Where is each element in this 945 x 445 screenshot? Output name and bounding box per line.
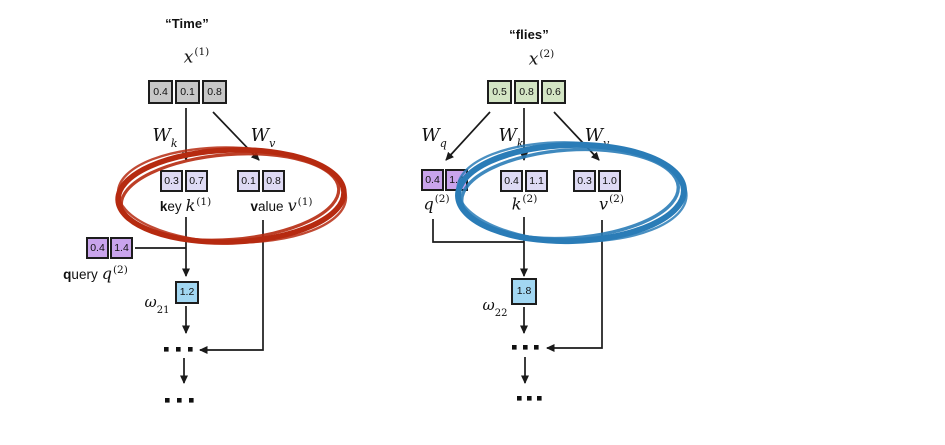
token-label-flies: “flies” bbox=[509, 27, 549, 42]
wk2-label: Wk bbox=[498, 125, 524, 151]
query2-box-1: 1.4 bbox=[110, 237, 133, 259]
ellipsis-dots-right-2 bbox=[517, 396, 542, 401]
x1-box-1: 0.1 bbox=[175, 80, 200, 104]
v2-box-1: 1.0 bbox=[598, 170, 621, 192]
x2-box-0: 0.5 bbox=[487, 80, 512, 104]
arrow-value1-to-sum bbox=[199, 220, 264, 354]
ellipsis-dots-right-1 bbox=[512, 345, 539, 350]
omega22-box: 1.8 bbox=[511, 278, 537, 305]
x2-label: x(2) bbox=[528, 48, 555, 70]
omega21-box: 1.2 bbox=[175, 281, 199, 304]
value1-box-0: 0.1 bbox=[237, 170, 260, 192]
k2-label: k(2) bbox=[511, 193, 538, 214]
v2-label: v(2) bbox=[599, 193, 624, 214]
token-label-time: “Time” bbox=[165, 16, 209, 31]
omega22-label: ω22 bbox=[482, 296, 508, 320]
key1-box-1: 0.7 bbox=[185, 170, 208, 192]
ellipsis-dots-left-2 bbox=[165, 398, 194, 403]
q2-box-1: 1.4 bbox=[445, 169, 468, 191]
key1-box-0: 0.3 bbox=[160, 170, 183, 192]
arrow-value2-to-sum bbox=[546, 220, 603, 352]
x1-box-2: 0.8 bbox=[202, 80, 227, 104]
v2-box-0: 0.3 bbox=[573, 170, 596, 192]
k2-box-0: 0.4 bbox=[500, 170, 523, 192]
x1-box-0: 0.4 bbox=[148, 80, 173, 104]
x2-box-2: 0.6 bbox=[541, 80, 566, 104]
wq2-label: Wq bbox=[421, 125, 447, 151]
wv2-label: Wv bbox=[584, 125, 610, 151]
wk1-label: Wk bbox=[152, 125, 178, 151]
omega21-label: ω21 bbox=[144, 293, 170, 317]
q2-box-0: 0.4 bbox=[421, 169, 444, 191]
arrow-x2-to-query bbox=[445, 111, 491, 161]
wv1-label: Wv bbox=[250, 125, 276, 151]
x2-box-1: 0.8 bbox=[514, 80, 539, 104]
ellipsis-dots-left-1 bbox=[164, 347, 193, 352]
q2-label: q(2) bbox=[423, 193, 450, 214]
query2-box-0: 0.4 bbox=[86, 237, 109, 259]
line-q2-elbow bbox=[432, 219, 524, 243]
value1-box-1: 0.8 bbox=[262, 170, 285, 192]
x1-label: x(1) bbox=[183, 46, 210, 68]
k2-box-1: 1.1 bbox=[525, 170, 548, 192]
